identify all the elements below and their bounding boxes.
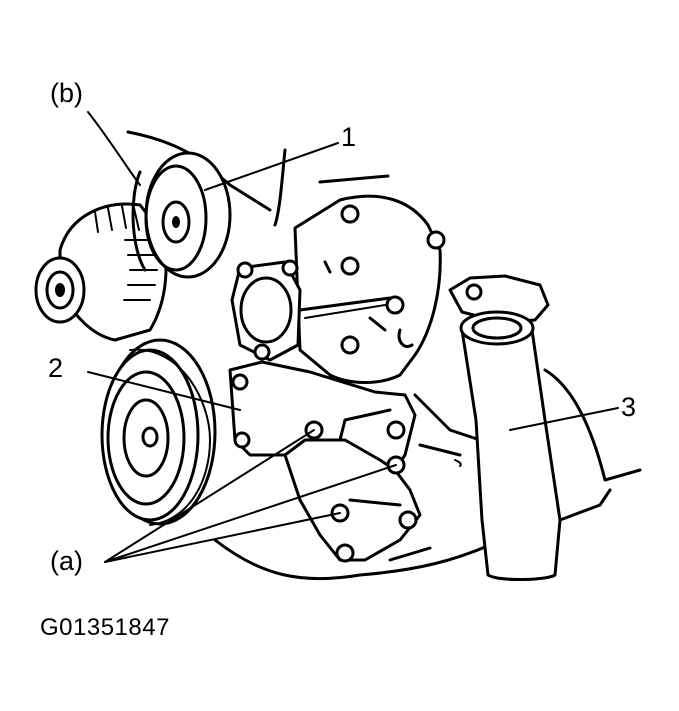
leader-2 [87,371,241,411]
leader-1 [204,142,339,191]
figure-id: G01351847 [40,614,170,641]
callout-3: 3 [621,392,637,422]
leader-3 [509,407,619,431]
compressor [230,174,446,384]
leader-a3 [104,512,341,563]
leader-a2 [104,464,397,563]
callout-2: 2 [48,353,64,383]
hose-pipe [448,274,642,582]
alternator [34,202,168,342]
crankshaft-pulley [100,338,217,526]
leader-b [87,111,141,186]
leader-a1 [104,429,315,563]
callout-a: (a) [50,546,83,576]
idler-pulley [126,130,287,279]
callout-b: (b) [50,78,83,108]
bracket [228,360,422,563]
callout-1: 1 [341,122,357,152]
engine-block-outline [213,393,492,581]
leader-lines [87,111,619,563]
